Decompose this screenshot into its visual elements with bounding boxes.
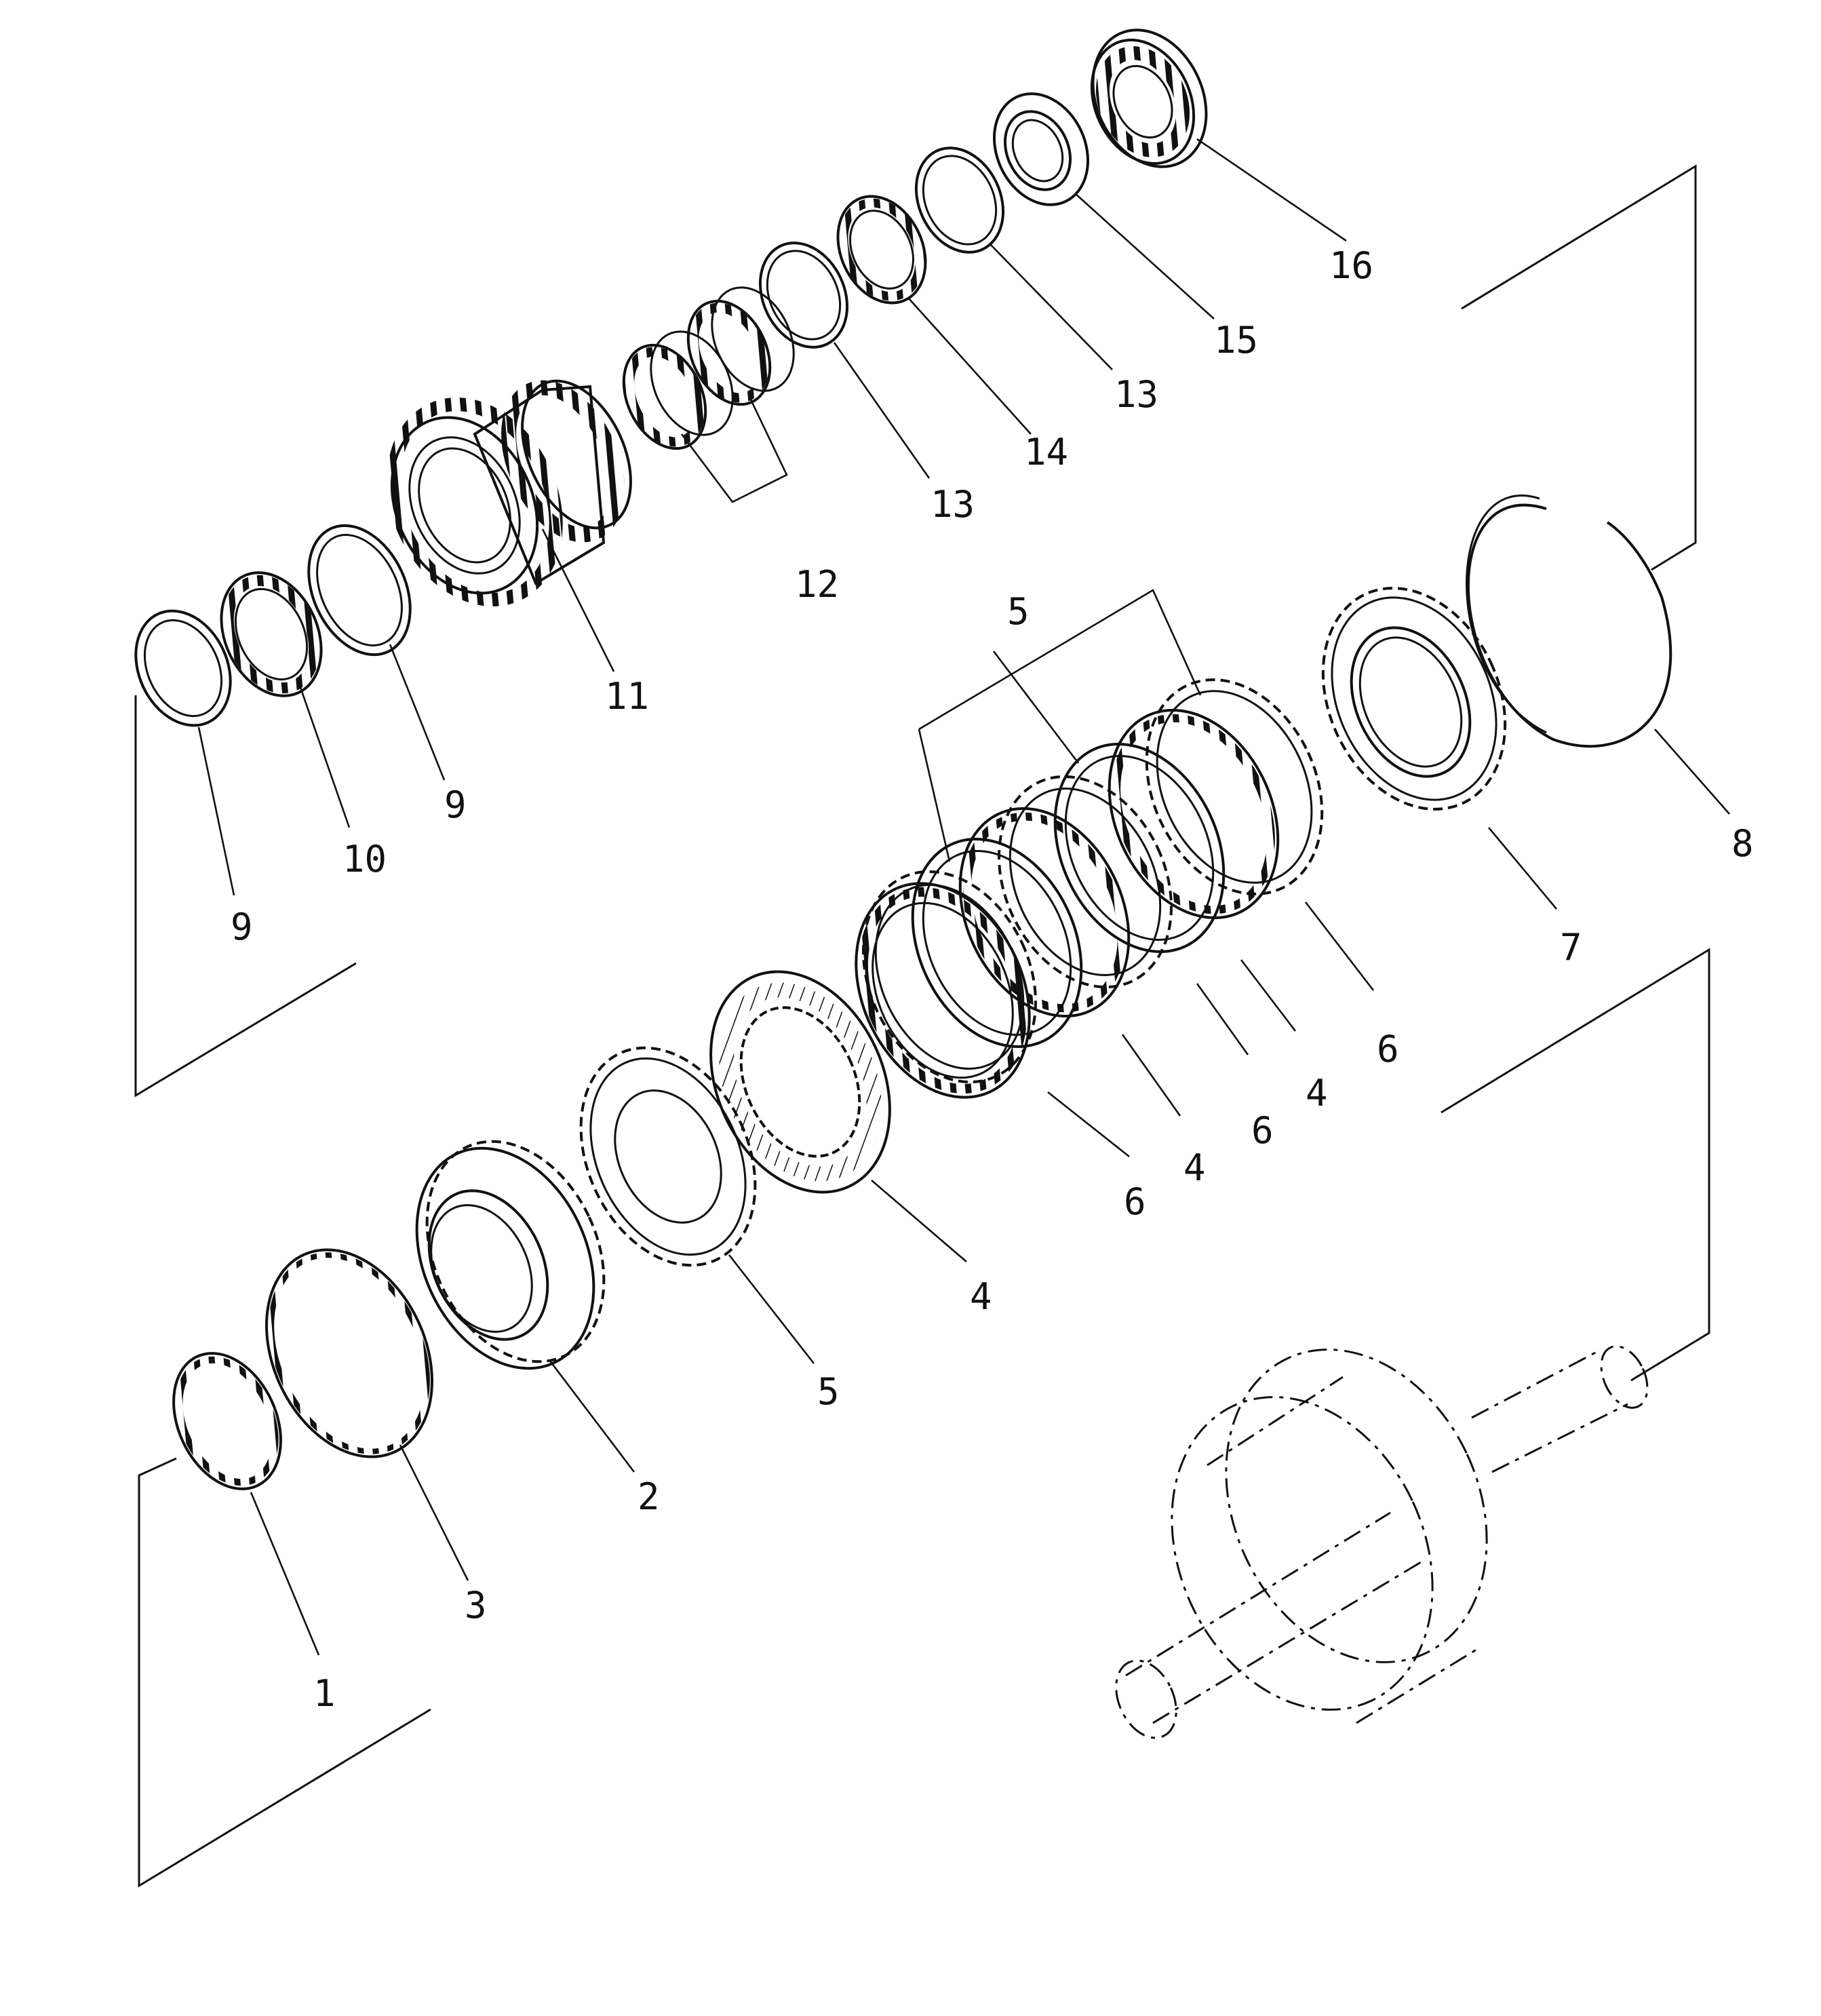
bracket-upper-right bbox=[1461, 164, 1697, 571]
callout-7: 7 bbox=[1560, 926, 1582, 969]
callout-9-right: 9 bbox=[444, 783, 467, 826]
callout-6-front: 6 bbox=[1124, 1180, 1146, 1223]
part-3-seal-ring bbox=[265, 1248, 433, 1458]
part-4-disc-rear bbox=[1053, 743, 1226, 953]
part-13-thrust-washer-right bbox=[914, 147, 1005, 254]
part-9-thrust-washer-left bbox=[134, 609, 232, 727]
part-7-end-plate bbox=[1321, 587, 1507, 811]
callout-3: 3 bbox=[465, 1584, 487, 1627]
part-6-friction-disc-rear bbox=[1108, 709, 1280, 919]
part-12-needle-bearings bbox=[622, 286, 795, 450]
callout-13-left: 13 bbox=[931, 483, 975, 526]
callout-16: 16 bbox=[1329, 244, 1373, 287]
callout-8: 8 bbox=[1731, 822, 1754, 865]
callout-10: 10 bbox=[342, 838, 387, 880]
part-6-friction-disc-front bbox=[855, 882, 1031, 1099]
part-10-thrust-bearing bbox=[220, 571, 323, 697]
part-5-steel-plate-middle bbox=[998, 775, 1173, 989]
leader-lines bbox=[197, 138, 1730, 1656]
bracket-lower-right bbox=[1441, 948, 1710, 1382]
bracket-lower-left bbox=[138, 1457, 431, 1888]
part-5-steel-plate-separate bbox=[579, 1046, 757, 1267]
callout-2: 2 bbox=[638, 1475, 660, 1518]
part-6-friction-disc-middle bbox=[958, 807, 1131, 1017]
part-11-clutch-hub bbox=[387, 379, 632, 606]
callouts: 1 2 3 4 4 4 5 5 6 6 6 7 8 9 10 9 11 12 1… bbox=[231, 244, 1754, 1715]
callout-13-right: 13 bbox=[1114, 373, 1158, 416]
callout-5-separate: 5 bbox=[817, 1370, 840, 1413]
part-13-thrust-washer-left bbox=[758, 241, 849, 349]
part-5-steel-plate-rear bbox=[1145, 678, 1324, 895]
callout-4-separate: 4 bbox=[970, 1275, 992, 1318]
part-2-piston bbox=[415, 1140, 606, 1370]
part-9-thrust-washer-right bbox=[307, 524, 412, 657]
callout-1: 1 bbox=[313, 1672, 336, 1715]
part-14-thrust-bearing bbox=[836, 195, 927, 305]
callout-6-middle: 6 bbox=[1251, 1109, 1274, 1152]
part-15-seal bbox=[993, 92, 1089, 206]
part-16-ball-bearing bbox=[1090, 28, 1208, 168]
part-4-friction-disc-front bbox=[709, 970, 891, 1194]
callout-14: 14 bbox=[1024, 431, 1068, 473]
callout-11: 11 bbox=[605, 675, 649, 718]
callout-12: 12 bbox=[795, 563, 839, 606]
bracket-upper-left bbox=[134, 695, 357, 1098]
callout-4-stack-upper: 4 bbox=[1306, 1072, 1328, 1114]
callout-6-rear: 6 bbox=[1377, 1028, 1399, 1070]
part-4-disc-middle bbox=[911, 838, 1083, 1048]
part-shaft-drum-phantom bbox=[1115, 1345, 1649, 1739]
callout-9-left: 9 bbox=[231, 906, 253, 948]
callout-5-stack: 5 bbox=[1007, 590, 1030, 633]
callout-4-stack-lower: 4 bbox=[1183, 1146, 1206, 1189]
callout-15: 15 bbox=[1214, 319, 1258, 362]
part-8-snap-ring bbox=[1466, 495, 1672, 748]
part-1-seal-ring bbox=[172, 1352, 282, 1490]
